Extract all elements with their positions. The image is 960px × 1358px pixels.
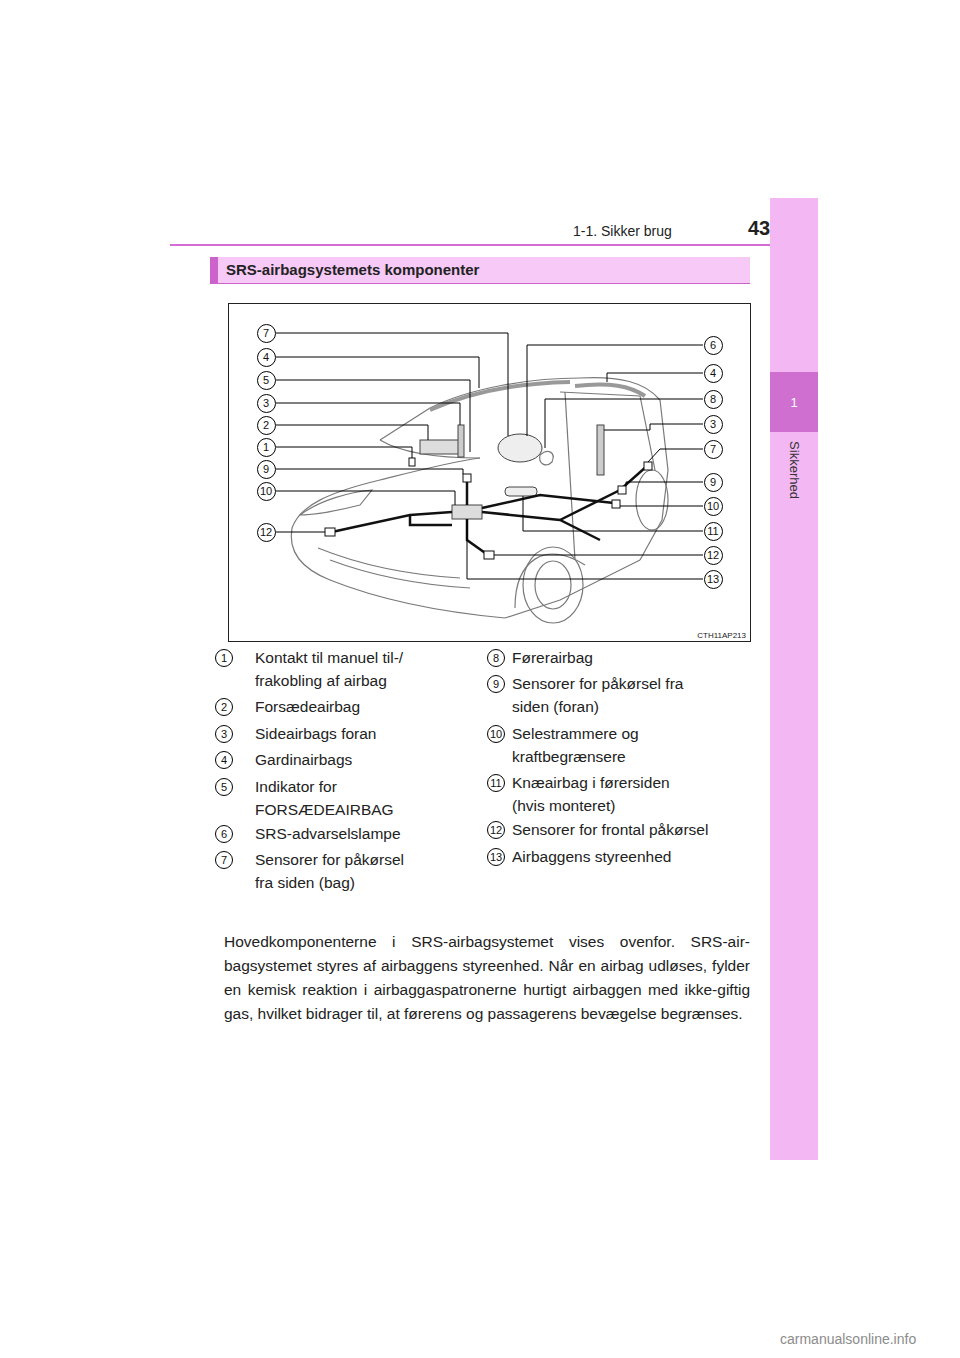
callout-number: 7 bbox=[263, 328, 269, 339]
callout-number: 10 bbox=[260, 486, 272, 497]
callout-circle: 5 bbox=[257, 371, 276, 390]
chapter-tab: 1 bbox=[770, 372, 818, 432]
leader-lines bbox=[276, 333, 703, 579]
callout-number: 5 bbox=[263, 375, 269, 386]
legend-text: Sideairbags foran bbox=[255, 722, 417, 745]
section-heading: SRS-airbagsystemets komponenter bbox=[226, 261, 479, 278]
callout-circle: 12 bbox=[257, 523, 276, 542]
legend-text: Gardinairbags bbox=[255, 748, 417, 771]
callout-number: 7 bbox=[221, 855, 227, 866]
callout-number: 3 bbox=[263, 398, 269, 409]
legend-text: Indikator for FORSÆDEAIRBAG bbox=[255, 775, 417, 821]
callout-number: 12 bbox=[707, 550, 719, 561]
callout-number: 4 bbox=[263, 352, 269, 363]
legend-text: Sensorer for frontal påkørsel bbox=[512, 818, 752, 841]
callout-number: 3 bbox=[710, 419, 716, 430]
callout-circle: 10 bbox=[257, 482, 276, 501]
callout-number: 10 bbox=[490, 729, 502, 740]
callout-circle: 10 bbox=[487, 725, 505, 743]
callout-circle: 9 bbox=[704, 473, 723, 492]
callout-circle: 6 bbox=[704, 336, 723, 355]
callout-circle: 13 bbox=[704, 570, 723, 589]
callout-circle: 4 bbox=[215, 751, 233, 769]
callout-number: 6 bbox=[221, 829, 227, 840]
legend-text: Sensorer for påkørsel fra siden (bag) bbox=[255, 848, 417, 894]
callout-circle: 12 bbox=[704, 546, 723, 565]
callout-circle: 3 bbox=[257, 394, 276, 413]
callout-number: 7 bbox=[710, 444, 716, 455]
callout-number: 1 bbox=[263, 442, 269, 453]
callout-number: 8 bbox=[493, 653, 499, 664]
callout-circle: 2 bbox=[215, 698, 233, 716]
callout-number: 3 bbox=[221, 729, 227, 740]
legend-text: Kontakt til manuel til-/ frakobling af a… bbox=[255, 646, 417, 692]
callout-number: 13 bbox=[707, 574, 719, 585]
callout-number: 2 bbox=[221, 702, 227, 713]
callout-circle: 9 bbox=[257, 460, 276, 479]
callout-circle: 3 bbox=[704, 415, 723, 434]
callout-circle: 13 bbox=[487, 848, 505, 866]
callout-circle: 1 bbox=[257, 438, 276, 457]
legend-text: Airbaggens styreenhed bbox=[512, 845, 752, 868]
chapter-number: 1 bbox=[790, 395, 797, 410]
callout-circle: 11 bbox=[704, 522, 723, 541]
callout-circle: 7 bbox=[257, 324, 276, 343]
callout-circle: 9 bbox=[487, 675, 505, 693]
body-paragraph: Hovedkomponenterne i SRS-airbagsystemet … bbox=[224, 930, 750, 1026]
callout-circle: 8 bbox=[704, 390, 723, 409]
legend-text: Knæairbag i førersiden (hvis monteret) bbox=[512, 771, 687, 817]
callout-number: 8 bbox=[710, 394, 716, 405]
callout-circle: 2 bbox=[257, 416, 276, 435]
callout-circle: 8 bbox=[487, 649, 505, 667]
illustration-frame: CTH11AP213 7 4 5 3 2 1 9 10 12 6 4 8 3 7 9 10 11 12 13 bbox=[228, 303, 751, 642]
callout-circle: 7 bbox=[215, 851, 233, 869]
callout-circle: 1 bbox=[215, 649, 233, 667]
callout-number: 1 bbox=[221, 653, 227, 664]
sensors bbox=[325, 458, 652, 559]
figure-code: CTH11AP213 bbox=[697, 631, 746, 640]
callout-number: 12 bbox=[490, 825, 502, 836]
legend-text: Selestrammere og kraftbegrænsere bbox=[512, 722, 687, 768]
legend-text: Førerairbag bbox=[512, 646, 752, 669]
running-header: 1-1. Sikker brug bbox=[573, 222, 723, 240]
callout-circle: 11 bbox=[487, 774, 505, 792]
callout-circle: 7 bbox=[704, 440, 723, 459]
callout-number: 9 bbox=[493, 679, 499, 690]
callout-number: 5 bbox=[221, 782, 227, 793]
callout-circle: 3 bbox=[215, 725, 233, 743]
legend-text: Sensorer for påkørsel fra siden (foran) bbox=[512, 672, 687, 718]
callout-number: 4 bbox=[710, 368, 716, 379]
callout-circle: 4 bbox=[704, 364, 723, 383]
side-tab-band: Sikkerhed 1 bbox=[770, 198, 818, 1160]
chapter-title: Sikkerhed bbox=[787, 441, 802, 499]
callout-number: 10 bbox=[707, 501, 719, 512]
callout-circle: 12 bbox=[487, 821, 505, 839]
callout-circle: 4 bbox=[257, 348, 276, 367]
callout-number: 11 bbox=[490, 778, 501, 789]
callout-number: 6 bbox=[710, 340, 716, 351]
callout-number: 4 bbox=[221, 755, 227, 766]
callout-circle: 10 bbox=[704, 497, 723, 516]
callout-number: 9 bbox=[263, 464, 269, 475]
callout-number: 11 bbox=[707, 526, 718, 537]
watermark: carmanualsonline.info bbox=[780, 1330, 955, 1348]
legend-text: SRS-advarselslampe bbox=[255, 822, 417, 845]
header-rule bbox=[170, 244, 790, 246]
callout-number: 13 bbox=[490, 852, 502, 863]
car-outline bbox=[291, 378, 668, 623]
legend-text: Forsædeairbag bbox=[255, 695, 417, 718]
callout-number: 2 bbox=[263, 420, 269, 431]
callout-number: 12 bbox=[260, 527, 272, 538]
wiring-harness bbox=[332, 466, 647, 555]
section-heading-band: SRS-airbagsystemets komponenter bbox=[210, 257, 750, 284]
callout-number: 9 bbox=[710, 477, 716, 488]
callout-circle: 6 bbox=[215, 825, 233, 843]
callout-circle: 5 bbox=[215, 778, 233, 796]
page-number: 43 bbox=[748, 216, 788, 240]
